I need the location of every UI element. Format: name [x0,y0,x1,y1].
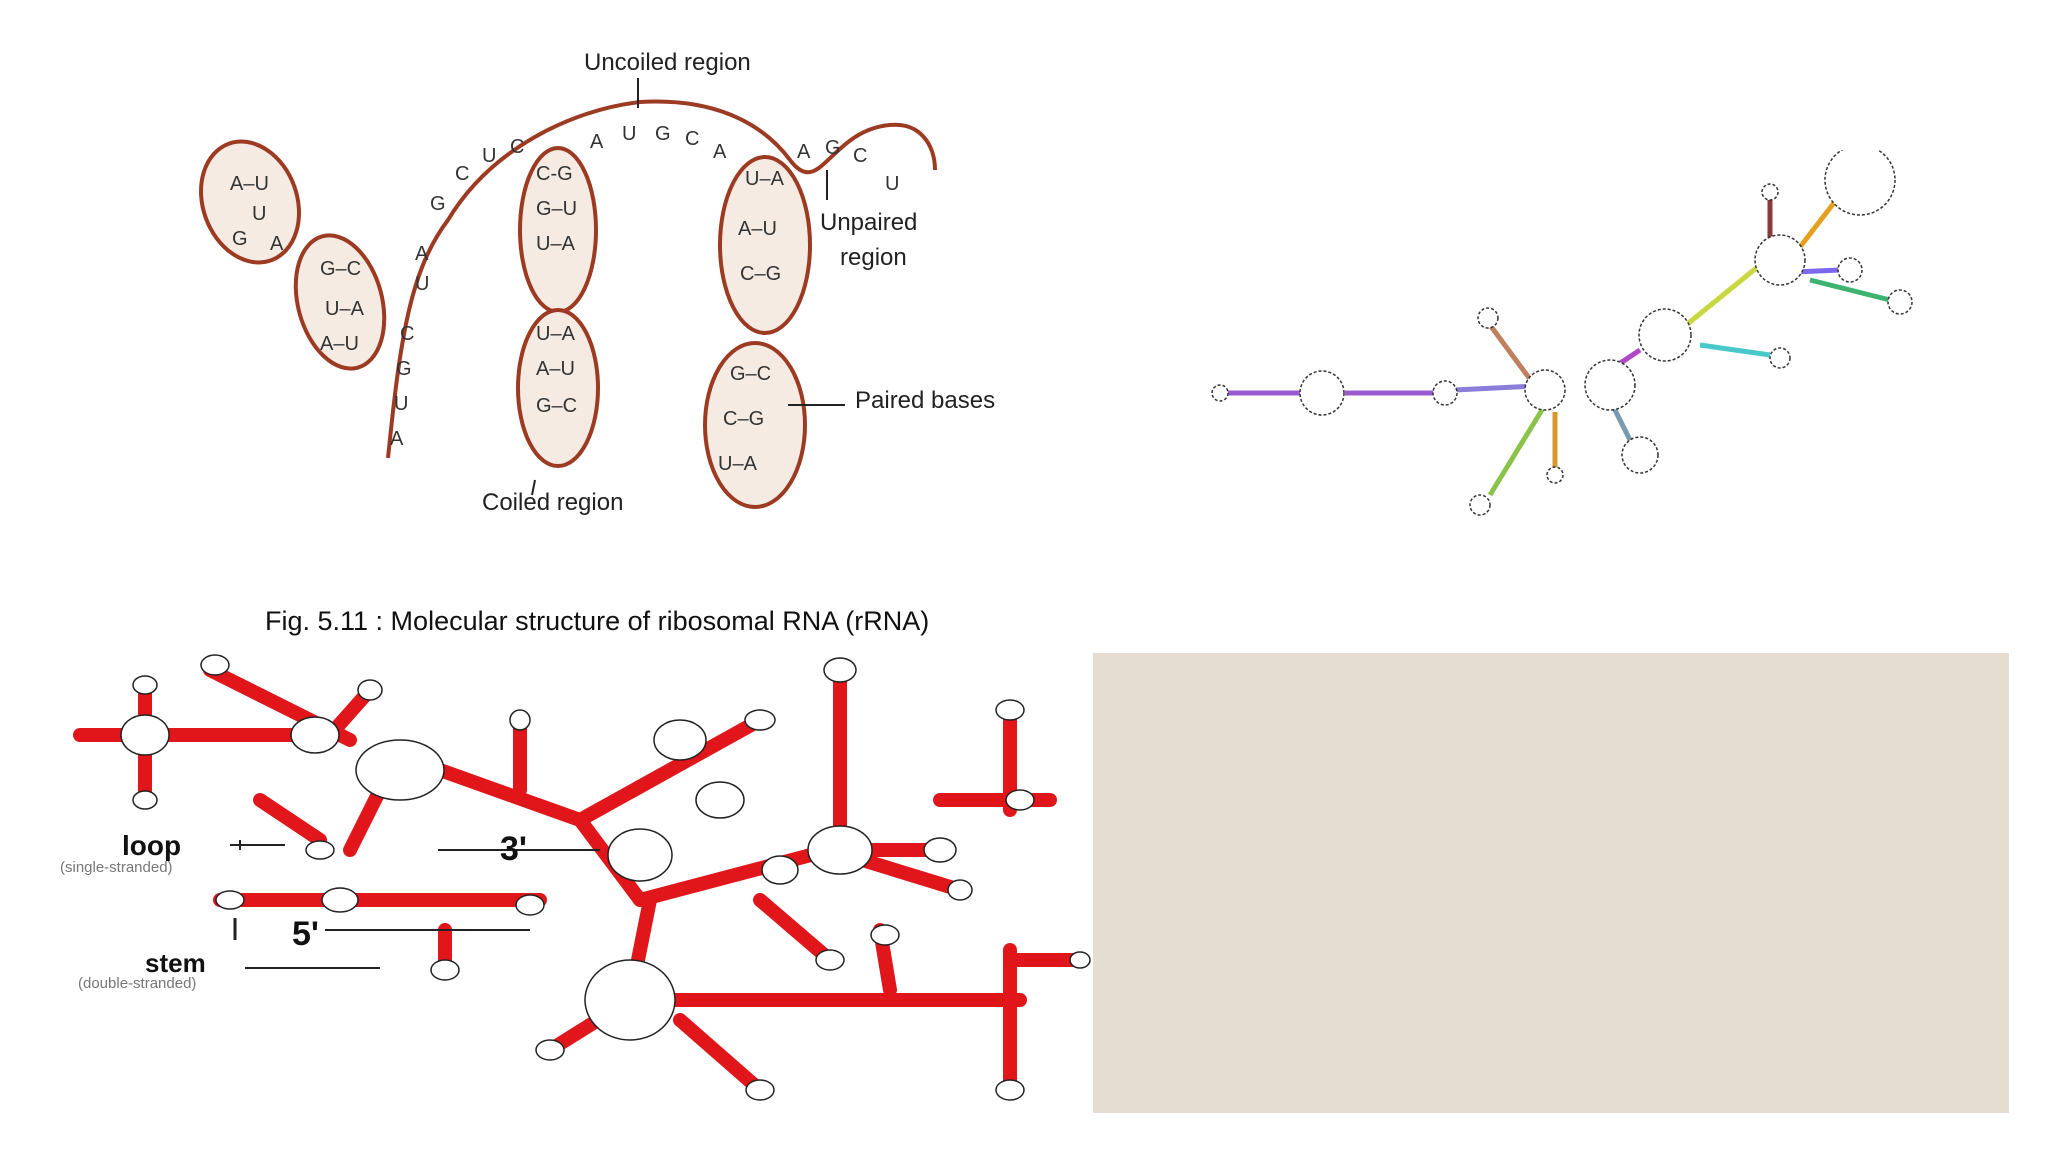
base-a: A [590,131,604,153]
base-letters: G C U C A U G C A A G C U A U C G U A A–… [230,123,899,475]
coiled-right-lower [703,341,807,509]
right-upper-pair-1: U–A [745,168,785,190]
mid-lower-pair-3: G–C [536,395,577,417]
base-u: U [482,145,496,167]
base-left-g: G [396,358,412,380]
label-uncoiled-region: Uncoiled region [584,49,751,76]
loop1-pair-2: U [252,203,266,225]
label-loop-sub: (single-stranded) [60,859,173,876]
label-unpaired: Unpaired [820,209,917,236]
base-left-u2: U [394,393,408,415]
loop1-pair-1: A–U [230,173,269,195]
label-unpaired-region: region [840,244,907,271]
base-u2: U [622,123,636,145]
base-u3: U [885,173,899,195]
label-stem-sub: (double-stranded) [78,975,196,992]
loop2-pair-1: G–C [320,258,361,280]
base-g3: G [825,137,841,159]
base-left-a2: A [390,428,404,450]
right-lower-pair-2: C–G [723,408,764,430]
loop2-pair-3: A–U [320,333,359,355]
stems [73,663,1087,1097]
base-g: G [430,193,446,215]
stem-loop-diagram: loop (single-stranded) stem (double-stra… [60,654,1091,1101]
label-3prime: 3' [500,830,527,868]
mid-upper-pair-3: U–A [536,233,576,255]
colored-rna-structure [1211,150,1913,516]
label-stem: stem [145,948,206,978]
mid-upper-pair-1: C-G [536,163,573,185]
mid-lower-pair-2: A–U [536,358,575,380]
base-c: C [455,163,469,185]
right-lower-pair-3: U–A [718,453,758,475]
right-upper-pair-2: A–U [738,218,777,240]
right-lower-pair-1: G–C [730,363,771,385]
coiled-right-upper [718,155,812,335]
label-5prime: 5' [292,915,319,953]
base-a2: A [713,141,727,163]
figure-caption: Fig. 5.11 : Molecular structure of ribos… [265,606,929,636]
mid-lower-pair-1: U–A [536,323,576,345]
base-left-c: C [400,323,414,345]
base-c4: C [853,145,867,167]
base-left-u: U [415,273,429,295]
label-loop: loop [122,830,181,861]
loop1-pair-3: G [232,228,248,250]
right-upper-pair-3: C–G [740,263,781,285]
loop2-pair-2: U–A [325,298,365,320]
base-a3: A [797,141,811,163]
coiled-loop-1 [199,139,301,265]
base-c3: C [685,128,699,150]
loops [120,654,1091,1101]
label-coiled-region: Coiled region [482,489,623,516]
beige-placeholder-panel [1093,653,2009,1113]
base-c2: C [510,136,524,158]
coiled-mid-lower [516,308,600,468]
rrna-coiled-diagram: G C U C A U G C A A G C U A U C G U A A–… [199,49,995,636]
base-g2: G [655,123,671,145]
coiled-loop-2 [293,233,387,371]
loop1-pair-4: A [270,233,284,255]
mid-upper-pair-2: G–U [536,198,577,220]
label-paired-bases: Paired bases [855,387,995,414]
base-left-a: A [415,243,429,265]
rna-strand [386,99,937,459]
